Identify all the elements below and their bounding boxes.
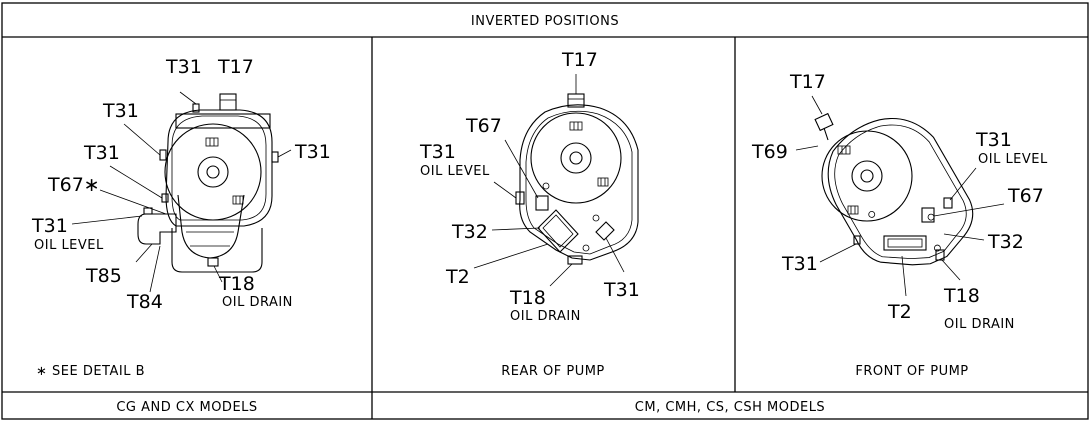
label-t67: T67∗ <box>47 174 100 196</box>
label-t67: T67 <box>1007 185 1044 207</box>
label-t31: T31 <box>102 100 139 122</box>
label-oil-level: OIL LEVEL <box>978 152 1048 167</box>
panel-cg-cx: T31 T17 T31 T31 T31 T67∗ T31 OIL LEVEL T… <box>31 56 331 379</box>
label-t31: T31 <box>603 279 640 301</box>
label-t17: T17 <box>217 56 254 78</box>
label-t31: T31 <box>781 253 818 275</box>
panel-front-of-pump: T17 T69 T31 OIL LEVEL T67 T32 T31 T2 T18… <box>751 71 1048 379</box>
label-t31-oil-level: T31 <box>419 141 456 163</box>
pump-internals-front <box>814 112 953 261</box>
label-t18: T18 <box>509 287 546 309</box>
note-see-detail-b: ∗ SEE DETAIL B <box>36 364 145 379</box>
label-t17: T17 <box>561 49 598 71</box>
label-oil-level: OIL LEVEL <box>34 238 104 253</box>
label-t31-oil-level: T31 <box>31 215 68 237</box>
panel-rear-of-pump: T17 T67 T31 OIL LEVEL T32 T2 T18 OIL DRA… <box>419 49 640 379</box>
leader-lines-front <box>795 95 1005 297</box>
label-t69: T69 <box>751 141 788 163</box>
label-t2: T2 <box>887 301 912 323</box>
footer-cm-models: CM, CMH, CS, CSH MODELS <box>635 400 825 415</box>
label-oil-drain: OIL DRAIN <box>944 317 1015 332</box>
label-t32: T32 <box>451 221 488 243</box>
label-t17: T17 <box>789 71 826 93</box>
label-t31: T31 <box>165 56 202 78</box>
label-t2: T2 <box>445 266 470 288</box>
leader-lines-rear <box>473 74 625 287</box>
label-t85: T85 <box>85 265 122 287</box>
label-t18: T18 <box>218 273 255 295</box>
pump-body-rear <box>515 93 639 265</box>
label-t31-oil-level: T31 <box>975 129 1012 151</box>
pump-body-cg <box>137 93 279 273</box>
caption-rear-of-pump: REAR OF PUMP <box>501 364 605 379</box>
label-oil-drain: OIL DRAIN <box>222 295 293 310</box>
leader-lines-cg <box>71 91 292 293</box>
pump-body-front <box>827 118 974 266</box>
header-title: INVERTED POSITIONS <box>471 14 619 29</box>
label-oil-level: OIL LEVEL <box>420 164 490 179</box>
label-t67: T67 <box>465 115 502 137</box>
label-oil-drain: OIL DRAIN <box>510 309 581 324</box>
label-t32: T32 <box>987 231 1024 253</box>
caption-front-of-pump: FRONT OF PUMP <box>855 364 968 379</box>
label-t84: T84 <box>126 291 163 313</box>
label-t31: T31 <box>294 141 331 163</box>
label-t18: T18 <box>943 285 980 307</box>
label-t31: T31 <box>83 142 120 164</box>
footer-cg-models: CG AND CX MODELS <box>116 400 257 415</box>
